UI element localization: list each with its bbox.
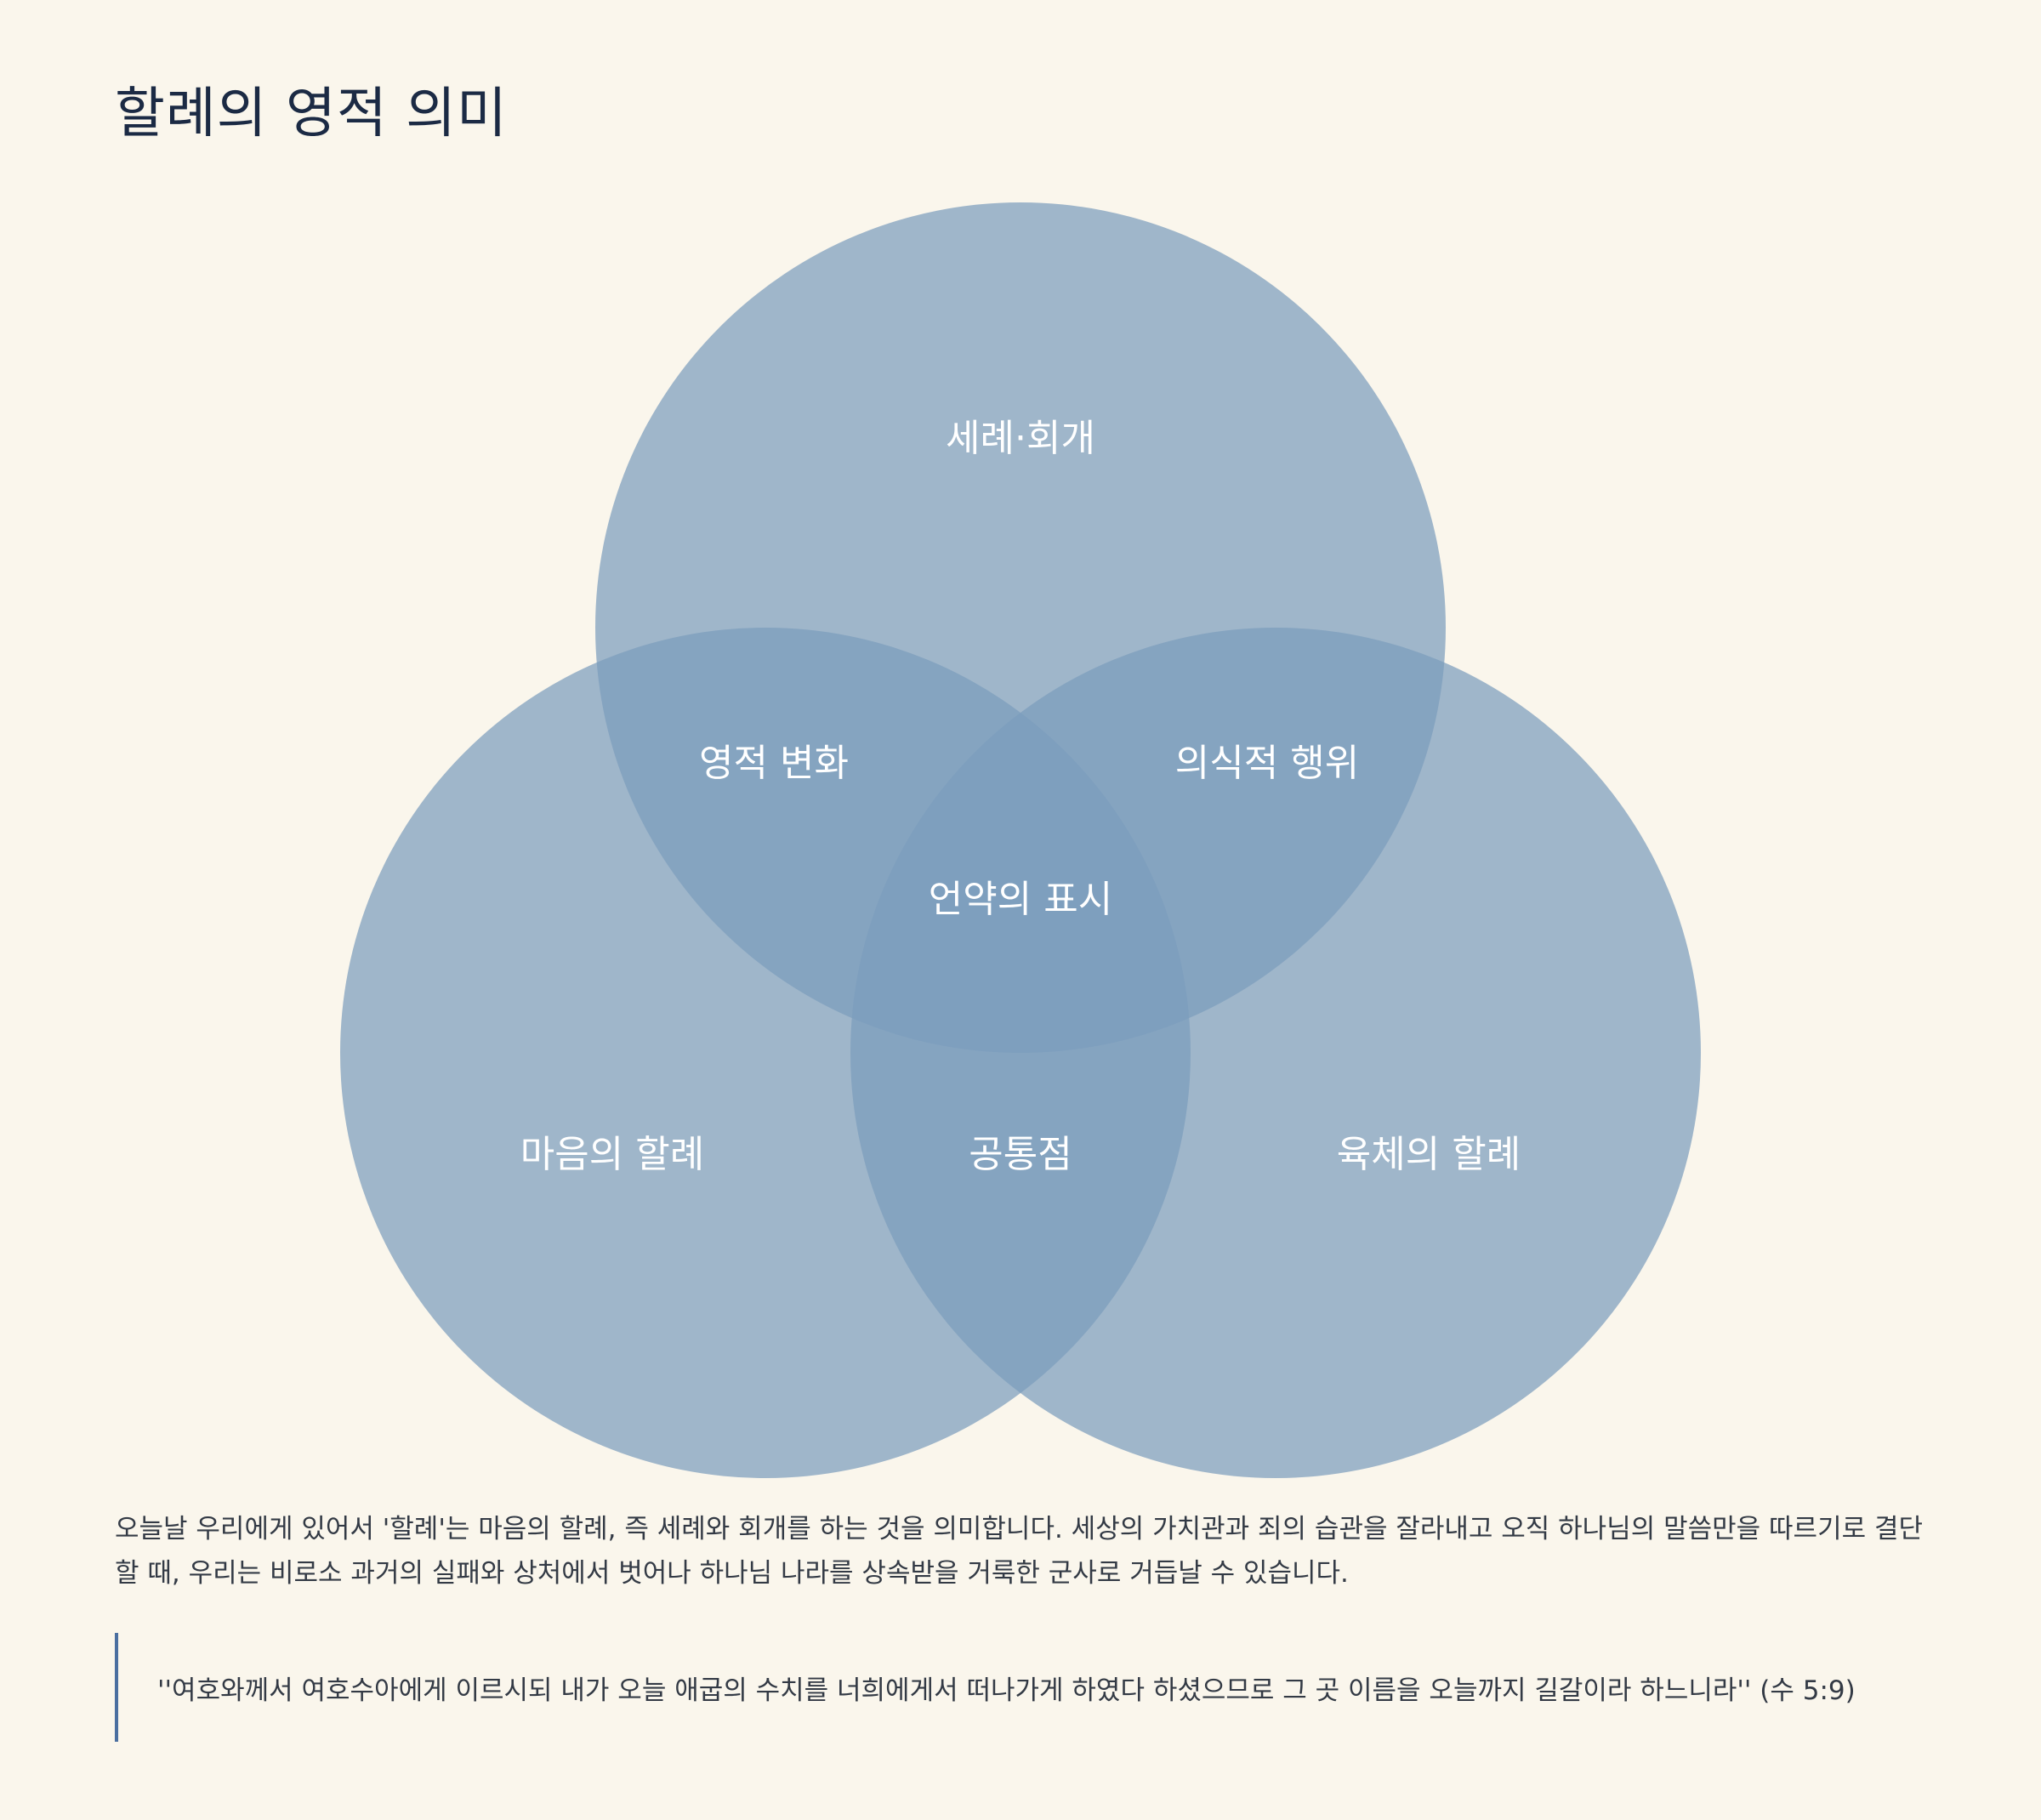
venn-label-right: 육체의 할례 [1337,1133,1521,1176]
venn-label-top-left: 영적 변화 [699,742,849,785]
explanation-paragraph: 오늘날 우리에게 있어서 '할례'는 마음의 할례, 즉 세례와 회개를 하는 … [115,1514,1923,1589]
venn-diagram: 세례·회개 마음의 할례 육체의 할례 영적 변화 의식적 행위 공통점 언약의… [340,202,1701,1478]
venn-label-top-right: 의식적 행위 [1175,742,1359,785]
scripture-quote: ''여호와께서 여호수아에게 이르시되 내가 오늘 애굽의 수치를 너희에게서 … [115,1633,1935,1742]
quote-text: ''여호와께서 여호수아에게 이르시되 내가 오늘 애굽의 수치를 너희에게서 … [157,1675,1856,1706]
venn-label-left: 마음의 할례 [520,1133,704,1176]
venn-label-top: 세례·회개 [946,417,1095,460]
page-title: 할례의 영적 의미 [115,82,508,145]
venn-label-center: 언약의 표시 [929,878,1112,921]
venn-label-left-right: 공통점 [969,1133,1072,1176]
venn-circle-right [850,628,1701,1478]
